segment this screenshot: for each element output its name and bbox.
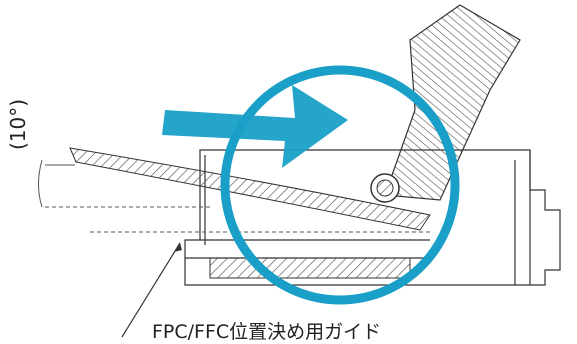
- guide-caption: FPC/FFC位置決め用ガイド: [152, 321, 382, 343]
- guide-leader-arrowhead: [174, 243, 182, 252]
- insertion-arrow: [162, 85, 348, 168]
- highlight-circle: [220, 65, 460, 305]
- guide-leader-line: [121, 242, 181, 338]
- actuator-lever: [370, 4, 521, 203]
- tilt-angle-label: (10°): [6, 98, 30, 150]
- reference-lines: [38, 159, 430, 233]
- housing-bottom-section: [209, 257, 411, 279]
- fpc-cable: [69, 147, 431, 231]
